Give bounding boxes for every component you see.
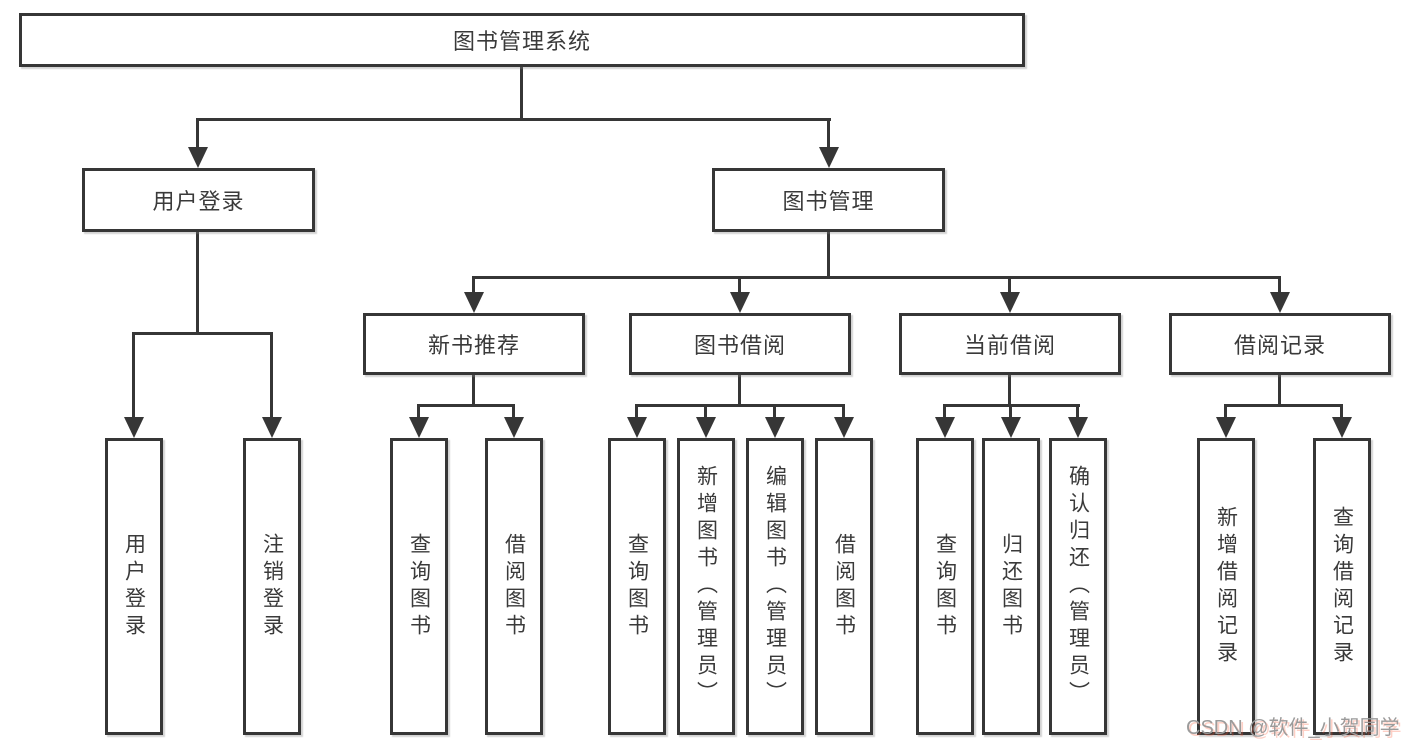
arrowhead-connector [1009, 404, 1012, 417]
connector-line [1278, 375, 1281, 407]
node-root: 图书管理系统 [19, 13, 1025, 67]
connector-line [196, 232, 199, 334]
connector-line [132, 332, 273, 335]
leaf-label: 查询图书 [407, 532, 431, 641]
connector-line [1225, 404, 1343, 407]
connector-line [636, 404, 845, 407]
leaf-label: 借阅图书 [832, 532, 856, 641]
arrowhead-connector [417, 404, 420, 417]
node-borrow-records-label: 借阅记录 [1233, 333, 1326, 358]
leaf-edit-books-admin: 编辑图书（管理员） [746, 438, 804, 735]
connector-line [944, 404, 1080, 407]
leaf-confirm-return-admin: 确认归还（管理员） [1049, 438, 1107, 735]
arrowhead-connector [472, 276, 475, 292]
leaf-logout: 注销登录 [243, 438, 301, 735]
node-new-book-recommend: 新书推荐 [363, 313, 585, 375]
leaf-label: 查询图书 [933, 532, 957, 641]
arrowhead-connector [827, 118, 830, 147]
node-current-borrow: 当前借阅 [899, 313, 1121, 375]
leaf-add-books-admin: 新增图书（管理员） [677, 438, 735, 735]
node-book-borrow: 图书借阅 [629, 313, 851, 375]
csdn-watermark: CSDN @软件_小贺同学 [1186, 717, 1400, 739]
leaf-borrow-books-2: 借阅图书 [815, 438, 873, 735]
arrowhead-connector [635, 404, 638, 417]
leaf-label: 借阅图书 [502, 532, 526, 641]
leaf-query-books-1: 查询图书 [390, 438, 448, 735]
arrowhead-connector [773, 404, 776, 417]
leaf-user-login: 用户登录 [105, 438, 163, 735]
leaf-label: 编辑图书（管理员） [763, 465, 787, 708]
arrowhead-connector [196, 118, 199, 147]
node-book-management-label: 图书管理 [782, 189, 875, 214]
leaf-query-borrow-record: 查询借阅记录 [1313, 438, 1371, 735]
arrowhead-connector [132, 332, 135, 417]
leaf-return-books: 归还图书 [982, 438, 1040, 735]
connector-line [418, 404, 515, 407]
node-user-login: 用户登录 [82, 168, 315, 232]
connector-line [738, 375, 741, 407]
leaf-label: 新增借阅记录 [1214, 505, 1238, 668]
arrowhead-connector [842, 404, 845, 417]
connector-line [827, 232, 830, 278]
leaf-label: 查询借阅记录 [1330, 505, 1354, 668]
connector-line [1008, 375, 1011, 407]
arrowhead-connector [1224, 404, 1227, 417]
leaf-borrow-books-1: 借阅图书 [485, 438, 543, 735]
node-borrow-records: 借阅记录 [1169, 313, 1391, 375]
arrowhead-connector [270, 332, 273, 417]
node-new-book-recommend-label: 新书推荐 [427, 333, 520, 358]
leaf-label: 注销登录 [260, 532, 284, 641]
leaf-label: 用户登录 [122, 532, 146, 641]
arrowhead-connector [738, 276, 741, 292]
arrowhead-connector [1278, 276, 1281, 292]
leaf-label: 查询图书 [625, 532, 649, 641]
leaf-query-books-3: 查询图书 [916, 438, 974, 735]
connector-line [472, 375, 475, 407]
arrowhead-connector [704, 404, 707, 417]
connector-line [197, 118, 831, 121]
connector-line [520, 67, 523, 120]
arrowhead-connector [1076, 404, 1079, 417]
connector-line [473, 276, 1281, 279]
arrowhead-connector [1340, 404, 1343, 417]
node-root-label: 图书管理系统 [452, 29, 591, 54]
node-user-login-label: 用户登录 [152, 189, 245, 214]
leaf-query-books-2: 查询图书 [608, 438, 666, 735]
arrowhead-connector [512, 404, 515, 417]
arrowhead-connector [1008, 276, 1011, 292]
leaf-label: 确认归还（管理员） [1066, 465, 1090, 708]
arrowhead-connector [943, 404, 946, 417]
node-current-borrow-label: 当前借阅 [963, 333, 1056, 358]
node-book-management: 图书管理 [712, 168, 945, 232]
node-book-borrow-label: 图书借阅 [693, 333, 786, 358]
leaf-add-borrow-record: 新增借阅记录 [1197, 438, 1255, 735]
leaf-label: 新增图书（管理员） [694, 465, 718, 708]
leaf-label: 归还图书 [999, 532, 1023, 641]
